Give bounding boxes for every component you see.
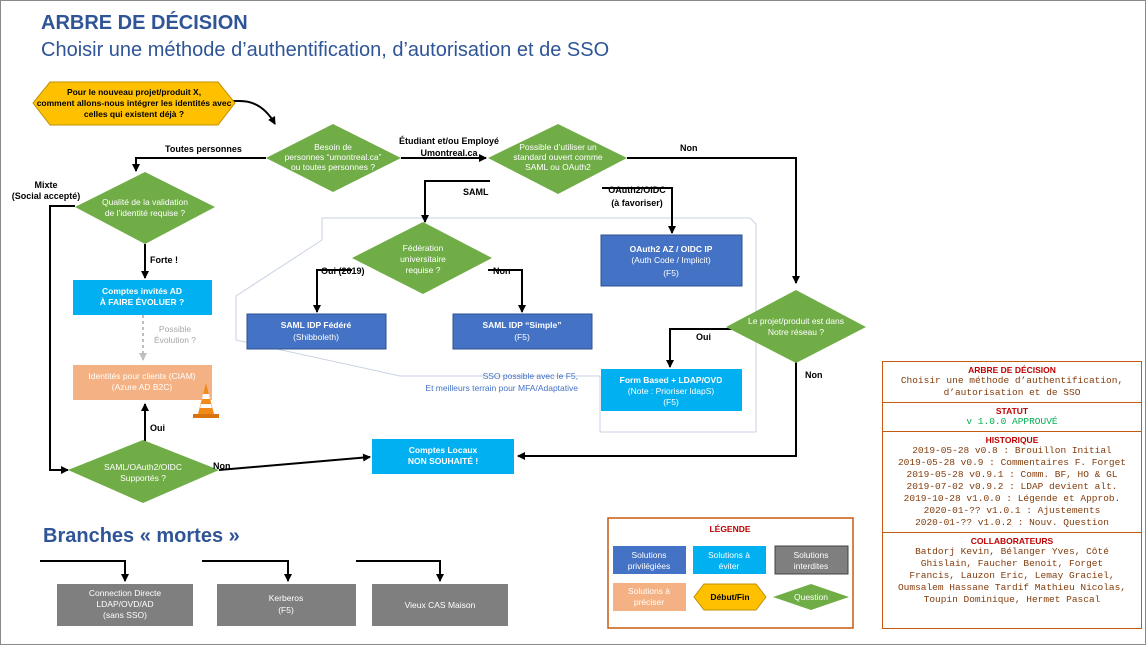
info-collaborateurs-section: COLLABORATEURS Batdorj Kevin, Bélanger Y…	[883, 533, 1141, 609]
svg-text:Comptes invités ADÀ FAIRE ÉVOL: Comptes invités ADÀ FAIRE ÉVOLUER ?	[100, 286, 185, 307]
legend-debut-fin: Début/Fin	[693, 583, 767, 611]
historique-entry: 2019-05-28 v0.9 : Commentaires F. Forget	[897, 457, 1127, 468]
label-oui-supp: Oui	[150, 423, 165, 433]
connectors	[40, 100, 800, 582]
label-non-fed: Non	[493, 266, 511, 276]
historique-entry: 2019-07-02 v0.9.2 : LDAP devient alt.	[906, 481, 1118, 492]
statut-value: v 1.0.0 APPROUVÉ	[966, 416, 1058, 427]
sso-region-outline	[235, 217, 757, 433]
info-panel: ARBRE DE DÉCISION Choisir une méthode d’…	[882, 361, 1142, 629]
page-title: ARBRE DE DÉCISION	[41, 12, 248, 34]
svg-text:Form Based + LDAP/OVD(Note : P: Form Based + LDAP/OVD(Note : Prioriser l…	[620, 375, 723, 407]
svg-text:Vieux CAS Maison: Vieux CAS Maison	[405, 600, 476, 610]
label-non-supp: Non	[213, 461, 231, 471]
historique-entry: 2019-10-28 v1.0.0 : Légende et Approb.	[903, 493, 1121, 504]
dead-branch-vieux-cas[interactable]: Vieux CAS Maison	[372, 584, 508, 626]
statut-label: STATUT	[995, 406, 1029, 416]
label-forte: Forte !	[150, 255, 178, 265]
dead-branches-title: Branches « mortes »	[43, 525, 240, 547]
sso-note: SSO possible avec le F5,Et meilleurs ter…	[425, 371, 578, 393]
svg-text:OAuth2 AZ / OIDC IP(Auth Code: OAuth2 AZ / OIDC IP(Auth Code / Implicit…	[630, 244, 713, 278]
historique-entry: 2020-01-?? v1.0.2 : Nouv. Question	[915, 517, 1109, 528]
traffic-cone-icon	[193, 383, 219, 418]
info-subtitle-1: Choisir une méthode d’authentification,	[900, 375, 1124, 386]
historique-entry: 2020-01-?? v1.0.1 : Ajustements	[923, 505, 1101, 516]
collaborateurs-line: Francis, Lauzon Eric, Lemay Graciel,	[909, 570, 1115, 581]
legend-question: Question	[773, 584, 849, 610]
info-statut-section: STATUT v 1.0.0 APPROUVÉ	[883, 403, 1141, 432]
svg-text:Identités pour clients (CIAM)(: Identités pour clients (CIAM)(Azure AD B…	[88, 371, 195, 392]
collaborateurs-line: Toupin Dominique, Hermet Pascal	[923, 594, 1101, 605]
label-toutes-personnes: Toutes personnes	[165, 144, 242, 154]
svg-text:Kerberos(F5): Kerberos(F5)	[269, 593, 304, 615]
label-mixte: Mixte(Social accepté)	[12, 180, 81, 201]
svg-text:Début/Fin: Début/Fin	[710, 592, 749, 602]
historique-entry: 2019-05-28 v0.9.1 : Comm. BF, HO & GL	[906, 469, 1118, 480]
box-ciam[interactable]: Identités pour clients (CIAM)(Azure AD B…	[73, 365, 212, 400]
collaborateurs-line: Oumsalem Hassane Tardif Mathieu Nicolas,	[897, 582, 1127, 593]
collaborateurs-label: COLLABORATEURS	[970, 536, 1054, 546]
collaborateurs-line: Ghislain, Faucher Benoit, Forget	[920, 558, 1104, 569]
label-non-reseau: Non	[805, 370, 823, 380]
svg-text:Pour le nouveau projet/produit: Pour le nouveau projet/produit X,comment…	[37, 87, 232, 119]
label-oui-2019: Oui (2019)	[321, 266, 365, 276]
legend-title: LÉGENDE	[709, 524, 750, 534]
box-saml-simple[interactable]: SAML IDP “Simple”(F5)	[452, 313, 593, 350]
label-saml: SAML	[463, 187, 489, 197]
svg-text:SAML IDP “Simple”(F5): SAML IDP “Simple”(F5)	[482, 320, 561, 342]
dead-branch-kerberos[interactable]: Kerberos(F5)	[217, 584, 356, 626]
info-historique-section: HISTORIQUE 2019-05-28 v0.8 : Brouillon I…	[883, 432, 1141, 533]
label-non-top: Non	[680, 143, 698, 153]
start-node[interactable]: Pour le nouveau projet/produit X,comment…	[32, 81, 236, 126]
info-title: ARBRE DE DÉCISION	[968, 365, 1056, 375]
box-form-based[interactable]: Form Based + LDAP/OVD(Note : Prioriser l…	[601, 369, 742, 411]
historique-entry: 2019-05-28 v0.8 : Brouillon Initial	[912, 445, 1112, 456]
page-subtitle: Choisir une méthode d’authentification, …	[41, 39, 610, 61]
label-oauth2: OAuth2/OIDC(à favoriser)	[608, 185, 666, 208]
box-oauth2-az[interactable]: OAuth2 AZ / OIDC IP(Auth Code / Implicit…	[600, 234, 743, 287]
collaborateurs-line: Batdorj Kevin, Bélanger Yves, Côté	[915, 546, 1109, 557]
label-oui-reseau: Oui	[696, 332, 711, 342]
box-saml-federe[interactable]: SAML IDP Fédéré(Shibboleth)	[246, 313, 387, 350]
info-subtitle-2: d’autorisation et de SSO	[943, 387, 1081, 398]
historique-label: HISTORIQUE	[985, 435, 1039, 445]
svg-text:SAML IDP Fédéré(Shibboleth): SAML IDP Fédéré(Shibboleth)	[281, 320, 352, 342]
svg-text:Question: Question	[794, 592, 828, 602]
info-title-section: ARBRE DE DÉCISION Choisir une méthode d’…	[883, 362, 1141, 403]
